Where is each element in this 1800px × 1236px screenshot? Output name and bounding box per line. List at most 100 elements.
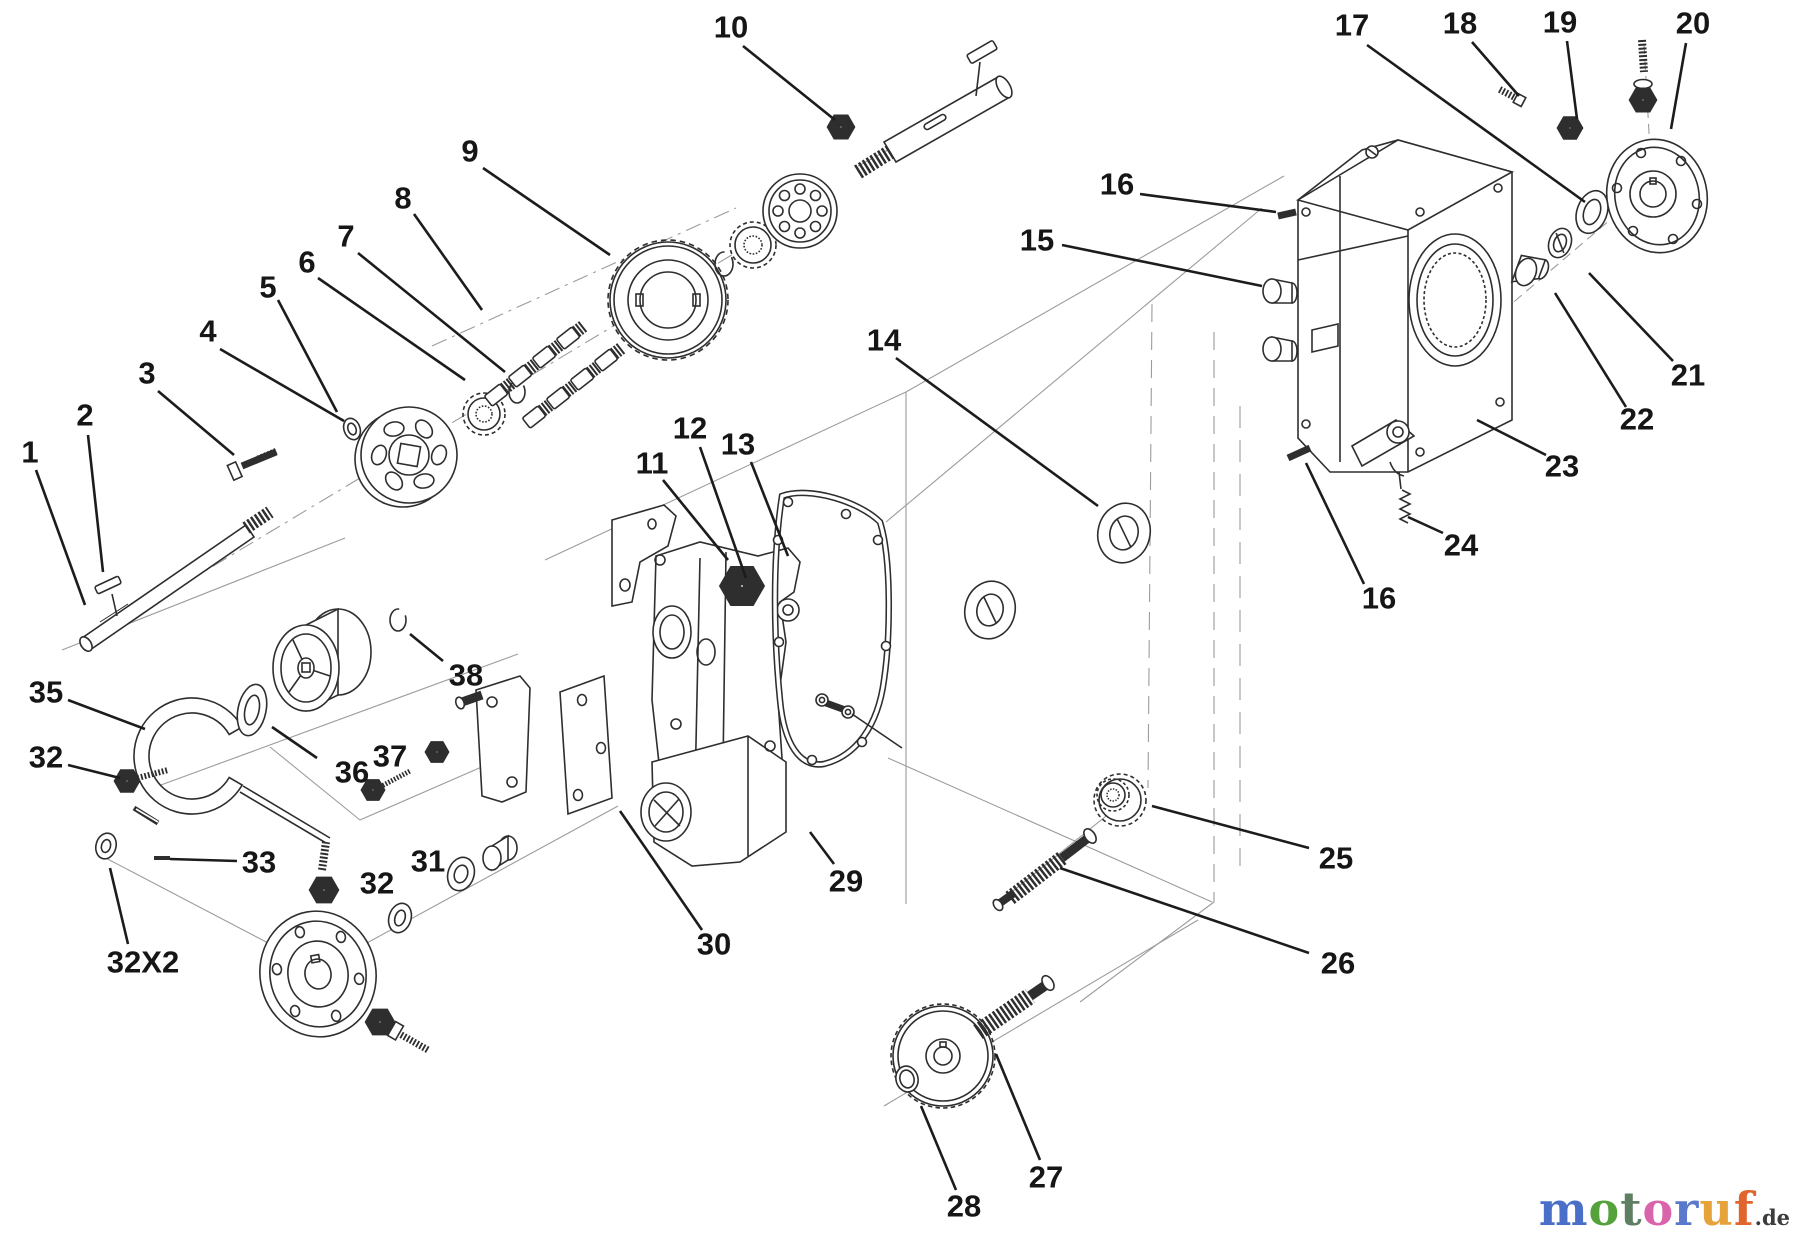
leader-line-32: [67, 763, 121, 780]
watermark-letter: t: [1620, 1182, 1643, 1236]
cotter-pin-33: [132, 805, 170, 860]
seal-14: [1096, 502, 1152, 564]
leader-line-21: [1588, 272, 1674, 362]
watermark-logo: motoruf.de: [1539, 1186, 1790, 1232]
brake-gear: [729, 221, 777, 269]
part-label-32: 32: [360, 866, 394, 901]
leader-line-4: [219, 347, 345, 423]
leader-line-1: [34, 469, 87, 606]
part-label-9: 9: [461, 134, 478, 169]
leader-line-29: [808, 831, 836, 865]
part-label-22: 22: [1620, 402, 1654, 437]
part-label-32: 32: [29, 740, 63, 775]
part-label-17: 17: [1335, 8, 1369, 43]
retaining-ring-7: [508, 380, 526, 404]
part-label-2: 2: [76, 398, 93, 433]
housing-bushing: [1262, 336, 1298, 362]
part-label-8: 8: [394, 181, 411, 216]
leader-line-26: [1059, 866, 1310, 955]
part-label-4: 4: [199, 314, 217, 349]
leader-line-7: [357, 251, 506, 374]
leader-line-30: [618, 810, 704, 931]
housing-bushing-15: [1262, 278, 1298, 304]
leader-line-23: [1476, 418, 1547, 457]
hub-stud-32: [318, 841, 330, 871]
part-label-6: 6: [298, 245, 315, 280]
hub-flange: [259, 910, 377, 1038]
dowel-pin-16-bottom: [1286, 444, 1312, 462]
leader-line-27: [994, 1053, 1042, 1161]
planet-pinion-cluster-8: [484, 320, 626, 429]
set-screw-18: [1497, 86, 1527, 108]
part-label-10: 10: [714, 10, 748, 45]
part-label-5: 5: [259, 270, 276, 305]
watermark-suffix: .de: [1754, 1205, 1790, 1230]
leader-line-5: [276, 299, 339, 413]
hub-bolt: [386, 1020, 430, 1054]
leader-line-35: [67, 698, 146, 731]
leader-line-28: [919, 1105, 958, 1191]
part-label-3: 3: [138, 356, 155, 391]
cover-and-pump-assembly: [559, 489, 903, 867]
thrust-washer-36: [236, 683, 268, 737]
part-label-38: 38: [449, 658, 483, 693]
part-label-13: 13: [721, 427, 755, 462]
leader-line-19: [1565, 40, 1579, 120]
top-screw: [1365, 145, 1379, 159]
input-shaft-26: [992, 828, 1097, 912]
leader-line-11: [661, 479, 730, 561]
leader-line-18: [1471, 41, 1520, 97]
washer-32: [387, 902, 413, 934]
leader-line-32X2: [108, 867, 130, 945]
part-label-35: 35: [29, 675, 63, 710]
part-label-27: 27: [1029, 1160, 1063, 1195]
side-plate: [559, 674, 613, 816]
part-label-18: 18: [1443, 6, 1477, 41]
part-label-12: 12: [673, 411, 707, 446]
watermark-letter: o: [1642, 1182, 1675, 1236]
mounting-bracket-11: [611, 504, 677, 607]
retaining-ring: [714, 251, 734, 277]
leader-line-22: [1553, 292, 1628, 408]
leader-line-24: [1407, 515, 1444, 535]
leader-line-8: [412, 213, 484, 311]
part-label-28: 28: [947, 1189, 981, 1224]
watermark-letter: o: [1588, 1182, 1621, 1236]
leader-line-13: [749, 461, 790, 557]
transaxle-housing: [1262, 139, 1515, 524]
seal-ring: [963, 580, 1017, 640]
part-label-31: 31: [411, 844, 445, 879]
nut-19: [1556, 116, 1584, 140]
part-label-29: 29: [829, 864, 863, 899]
watermark-word: motoruf: [1539, 1182, 1755, 1236]
leader-line-36: [271, 725, 318, 760]
leader-line-20: [1669, 42, 1688, 130]
pump-body-30: [640, 718, 787, 867]
leader-line-14: [895, 356, 1099, 508]
shift-lever-23: [1350, 419, 1416, 477]
part-label-16: 16: [1100, 167, 1134, 202]
dowel-pin-16-top: [1277, 208, 1297, 220]
part-label-33: 33: [242, 845, 276, 880]
ring-gear-9: [607, 239, 729, 361]
o-ring-28: [895, 1065, 919, 1093]
leader-line-38: [409, 632, 444, 663]
washer-32x2: [94, 832, 118, 860]
leader-line-15: [1061, 243, 1263, 288]
gasket-13: [771, 489, 893, 768]
nut-10: [826, 114, 856, 140]
spring-24: [1398, 471, 1412, 524]
part-label-37: 37: [373, 739, 407, 774]
leader-line-33: [169, 857, 238, 863]
part-label-7: 7: [337, 219, 354, 254]
bolt-3: [226, 447, 279, 482]
leader-line-25: [1151, 804, 1310, 850]
brake-plate: [762, 173, 838, 249]
leader-line-3: [157, 390, 235, 456]
leader-line-17: [1366, 43, 1586, 204]
wheel-hub-assembly: [94, 805, 518, 1054]
axle-spline: [242, 506, 274, 534]
watermark-letter: f: [1733, 1182, 1755, 1236]
brake-link-29: [815, 693, 903, 749]
